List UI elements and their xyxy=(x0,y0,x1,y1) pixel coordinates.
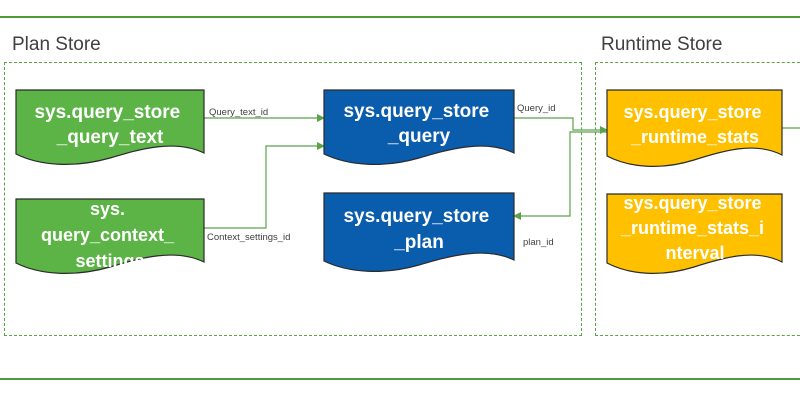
node-query-label: sys.query_store _query xyxy=(343,101,494,147)
node-runtime-stats-line-1: sys.query_store xyxy=(623,102,761,122)
edge-label-plan-id: plan_id xyxy=(523,237,554,248)
node-query-text-line-2: _query_text xyxy=(56,127,164,148)
node-runtime-stats-interval[interactable]: sys.query_store _runtime_stats_i nterval xyxy=(606,193,783,274)
node-plan-line-2: _plan xyxy=(393,232,444,253)
edge-label-query-id: Query_id xyxy=(517,103,556,114)
node-plan-shape xyxy=(323,192,515,272)
node-runtime-stats-line-2: _runtime_stats xyxy=(630,127,759,147)
node-runtime-stats-label: sys.query_store _runtime_stats xyxy=(623,102,766,147)
connectors xyxy=(204,114,800,229)
node-query-text-line-1: sys.query_store xyxy=(34,102,180,123)
node-context-settings[interactable]: sys. query_context_ settings xyxy=(15,198,205,274)
node-plan[interactable]: sys.query_store _plan xyxy=(323,192,515,272)
node-query-text-shape xyxy=(15,89,205,165)
edge-label-query-text-id: Query_text_id xyxy=(209,107,268,118)
runtime-stats-to-plan-connector xyxy=(513,131,607,220)
node-runtime-stats-interval-line-2: _runtime_stats_i xyxy=(620,218,764,238)
node-query-text[interactable]: sys.query_store _query_text xyxy=(15,89,205,165)
node-runtime-stats[interactable]: sys.query_store _runtime_stats xyxy=(606,89,783,167)
context-settings-to-query-connector xyxy=(204,142,325,229)
node-context-settings-shape xyxy=(15,198,205,274)
plan-store-title: Plan Store xyxy=(12,34,101,55)
node-context-settings-line-2: query_context_ xyxy=(41,225,175,245)
node-query-line-2: _query xyxy=(387,126,451,147)
node-query-text-label: sys.query_store _query_text xyxy=(34,102,185,148)
node-query[interactable]: sys.query_store _query xyxy=(323,89,515,165)
node-context-settings-line-3: settings xyxy=(75,251,144,271)
node-context-settings-line-1: sys. xyxy=(90,199,125,219)
node-runtime-stats-interval-label: sys.query_store _runtime_stats_i nterval xyxy=(620,193,769,263)
node-plan-line-1: sys.query_store xyxy=(343,206,489,227)
node-runtime-stats-interval-shape xyxy=(606,193,783,274)
runtime-store-title: Runtime Store xyxy=(601,34,723,55)
query-to-runtime-stats-connector xyxy=(514,117,608,134)
edge-label-context-settings-id: Context_settings_id xyxy=(207,232,290,243)
node-query-shape xyxy=(323,89,515,165)
diagram-frame xyxy=(0,16,800,380)
runtime-store-group xyxy=(595,62,800,336)
node-runtime-stats-interval-line-3: nterval xyxy=(665,243,724,263)
plan-store-group xyxy=(4,62,582,336)
node-plan-label: sys.query_store _plan xyxy=(343,206,494,253)
node-query-line-1: sys.query_store xyxy=(343,101,489,122)
node-context-settings-label: sys. query_context_ settings xyxy=(41,199,179,271)
node-runtime-stats-interval-line-1: sys.query_store xyxy=(623,193,761,213)
node-runtime-stats-shape xyxy=(606,89,783,167)
